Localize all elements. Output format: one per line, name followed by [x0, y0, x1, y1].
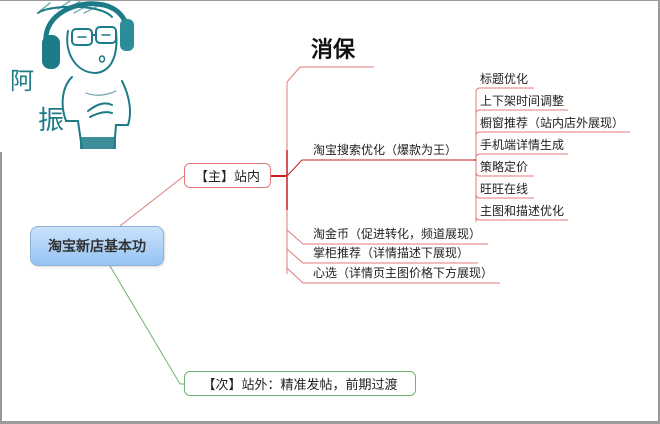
avatar-name-char-1: 阿: [10, 67, 34, 95]
subtopic-image-description[interactable]: 主图和描述优化: [480, 203, 564, 219]
branch-onsite-label: 【主】站内: [194, 170, 260, 185]
frame-border-top: [0, 0, 660, 1]
topic-search-optimization-label: 淘宝搜索优化（爆款为王）: [313, 143, 458, 157]
topic-xinxuan-label: 心选（详情页主图价格下方展现）: [313, 266, 494, 280]
topic-taojinbi[interactable]: 淘金币（促进转化，频道展现）: [313, 226, 481, 242]
root-node-label: 淘宝新店基本功: [48, 239, 146, 255]
topic-shopkeeper-recommend[interactable]: 掌柜推荐（详情描述下展现）: [313, 245, 469, 261]
subtopic-label: 橱窗推荐（站内店外展现）: [480, 116, 625, 130]
topic-xinxuan[interactable]: 心选（详情页主图价格下方展现）: [313, 265, 493, 281]
subtopic-label: 策略定价: [480, 160, 529, 174]
topic-consumer-protection[interactable]: 消保: [311, 38, 355, 64]
topic-taojinbi-label: 淘金币（促进转化，频道展现）: [313, 227, 482, 241]
frame-border-left: [0, 152, 2, 424]
topic-consumer-protection-label: 消保: [311, 38, 356, 63]
subtopic-listing-time[interactable]: 上下架时间调整: [480, 93, 564, 109]
topic-search-optimization[interactable]: 淘宝搜索优化（爆款为王）: [313, 142, 457, 158]
root-node[interactable]: 淘宝新店基本功: [30, 226, 164, 266]
headphone-right-icon: [120, 19, 134, 51]
headphone-left-icon: [42, 35, 60, 69]
avatar-illustration: 阿 振: [10, 1, 134, 149]
frame-border-right: [658, 0, 660, 424]
subtopic-wangwang-online[interactable]: 旺旺在线: [480, 181, 528, 197]
branch-offsite-label: 【次】站外：精准发帖，前期过渡: [202, 378, 398, 393]
branch-onsite[interactable]: 【主】站内: [184, 163, 271, 188]
avatar-name-char-2: 振: [38, 106, 64, 136]
topic-shopkeeper-recommend-label: 掌柜推荐（详情描述下展现）: [313, 246, 470, 260]
subtopic-title-optimization[interactable]: 标题优化: [480, 71, 528, 87]
subtopic-mobile-detail[interactable]: 手机端详情生成: [480, 137, 564, 153]
subtopic-pricing[interactable]: 策略定价: [480, 159, 528, 175]
subtopic-label: 上下架时间调整: [480, 94, 565, 108]
branch-offsite[interactable]: 【次】站外：精准发帖，前期过渡: [184, 371, 416, 396]
frame-border-bottom: [0, 421, 660, 424]
subtopic-label: 主图和描述优化: [480, 204, 565, 218]
subtopic-label: 旺旺在线: [480, 182, 529, 196]
subtopic-label: 手机端详情生成: [480, 138, 565, 152]
subtopic-label: 标题优化: [480, 72, 529, 86]
subtopic-showcase[interactable]: 橱窗推荐（站内店外展现）: [480, 115, 624, 131]
